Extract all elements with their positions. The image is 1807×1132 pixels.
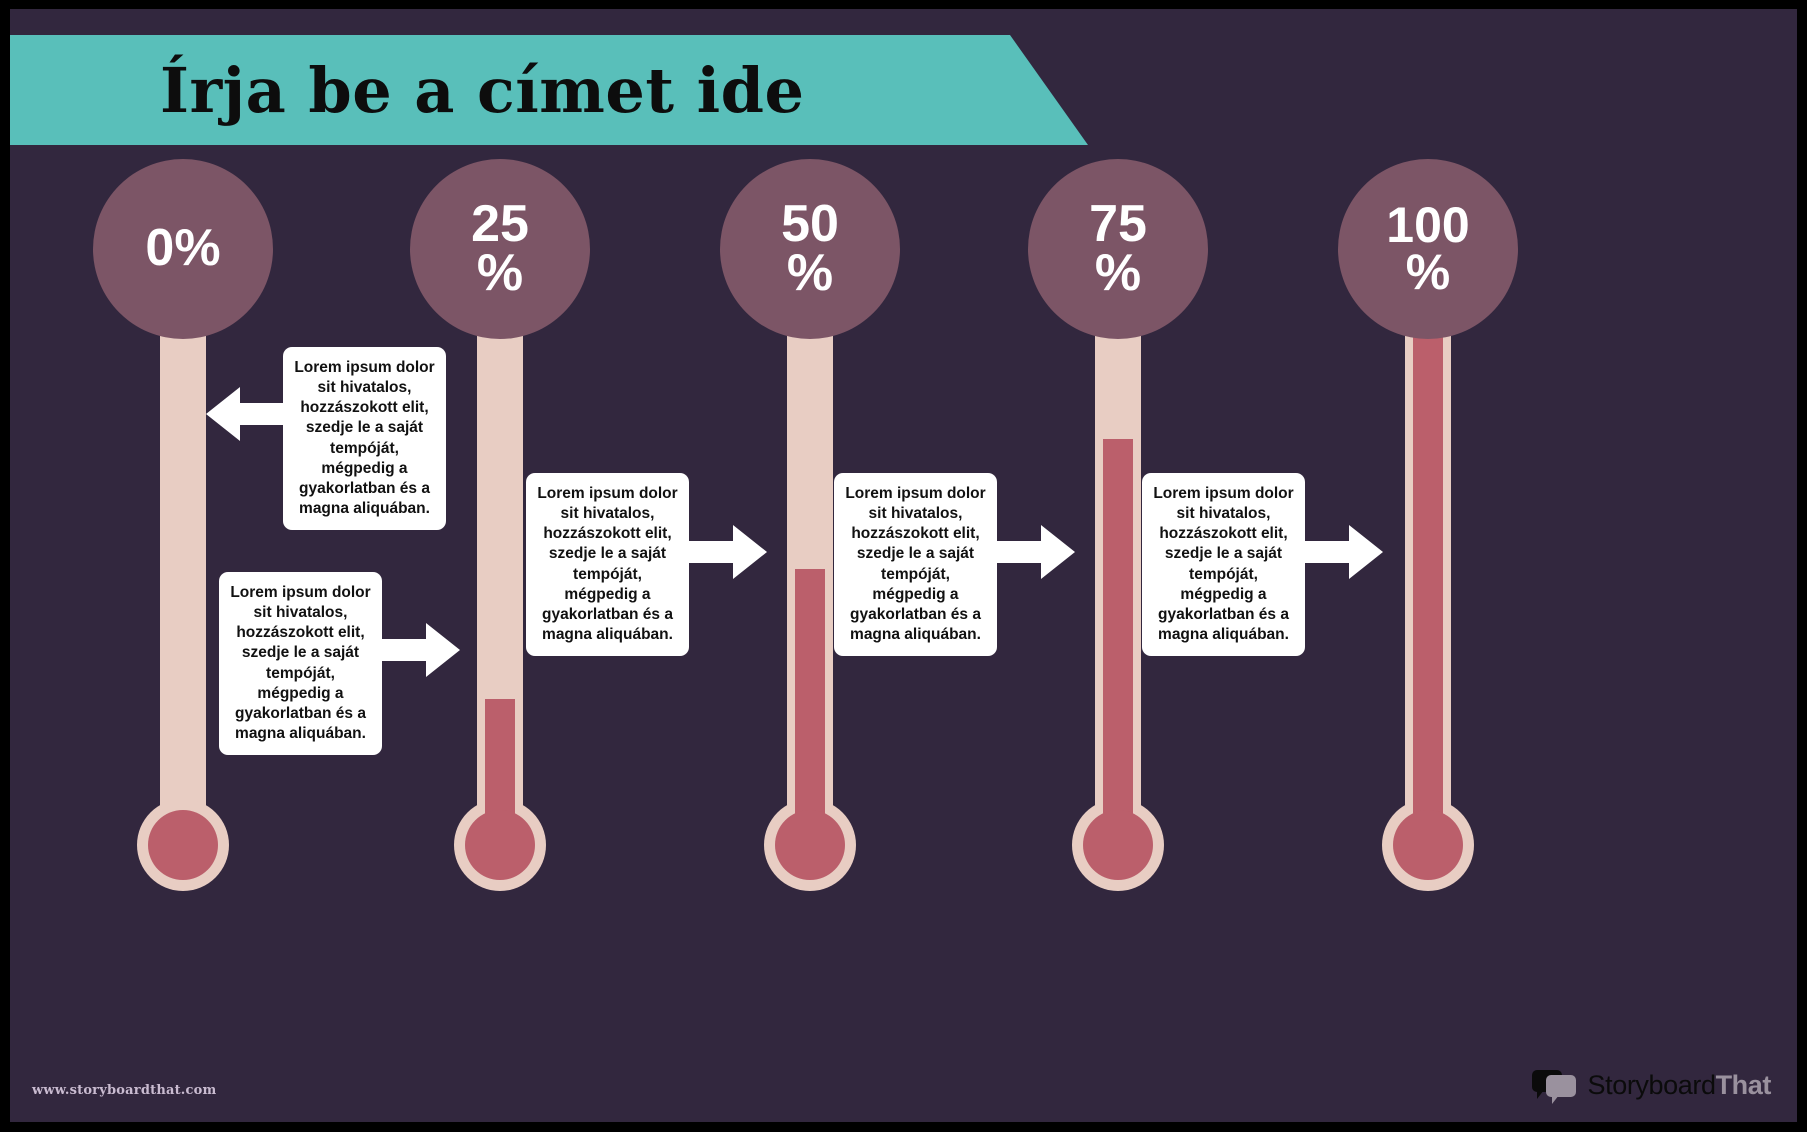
- logo-text-part1: Storyboard: [1587, 1069, 1716, 1100]
- arrow-right-icon-5: [1305, 525, 1383, 579]
- thermometer-fill-75: [1103, 439, 1133, 829]
- percent-label-25: 25 %: [471, 194, 529, 302]
- callout-5[interactable]: Lorem ipsum dolor sit hivatalos, hozzász…: [1142, 473, 1305, 657]
- arrow-right-icon-3: [689, 525, 767, 579]
- percent-circle-25[interactable]: 25 %: [410, 159, 590, 339]
- title-banner: Írja be a címet ide: [10, 35, 1088, 145]
- thermometer-bulb-50: [775, 810, 845, 880]
- logo-text: StoryboardThat: [1587, 1069, 1772, 1101]
- percent-circle-75[interactable]: 75 %: [1028, 159, 1208, 339]
- thermometer-bulb-0: [148, 810, 218, 880]
- speech-bubbles-icon: [1531, 1068, 1578, 1104]
- percent-label-100: 100 %: [1386, 196, 1470, 300]
- thermometer-fill-100: [1413, 309, 1443, 829]
- thermometer-bulb-25: [465, 810, 535, 880]
- footer-url[interactable]: www.storyboardthat.com: [32, 1083, 217, 1098]
- percent-label-50: 50 %: [781, 194, 839, 302]
- callout-2[interactable]: Lorem ipsum dolor sit hivatalos, hozzász…: [219, 572, 382, 756]
- thermometer-tube-0: [160, 309, 206, 829]
- speech-bubble-front-icon: [1545, 1075, 1576, 1104]
- page-title: Írja be a címet ide: [160, 53, 805, 127]
- callout-1[interactable]: Lorem ipsum dolor sit hivatalos, hozzász…: [283, 347, 446, 531]
- percent-circle-0[interactable]: 0%: [93, 159, 273, 339]
- callout-4[interactable]: Lorem ipsum dolor sit hivatalos, hozzász…: [834, 473, 997, 657]
- thermometer-bulb-100: [1393, 810, 1463, 880]
- arrow-right-icon-4: [997, 525, 1075, 579]
- thermometer-fill-25: [485, 699, 515, 829]
- logo-text-part2: That: [1715, 1069, 1772, 1100]
- percent-label-0: 0%: [145, 219, 221, 278]
- percent-circle-100[interactable]: 100 %: [1338, 159, 1518, 339]
- callout-3[interactable]: Lorem ipsum dolor sit hivatalos, hozzász…: [526, 473, 689, 657]
- percent-label-75: 75 %: [1089, 194, 1147, 302]
- storyboardthat-logo[interactable]: StoryboardThat: [1531, 1068, 1772, 1104]
- thermometer-fill-50: [795, 569, 825, 829]
- arrow-right-icon-2: [382, 623, 460, 677]
- thermometer-bulb-75: [1083, 810, 1153, 880]
- arrow-left-icon-1: [206, 387, 284, 441]
- percent-circle-50[interactable]: 50 %: [720, 159, 900, 339]
- poster-canvas: Írja be a címet ide 0% 25 % 50 %: [10, 9, 1797, 1122]
